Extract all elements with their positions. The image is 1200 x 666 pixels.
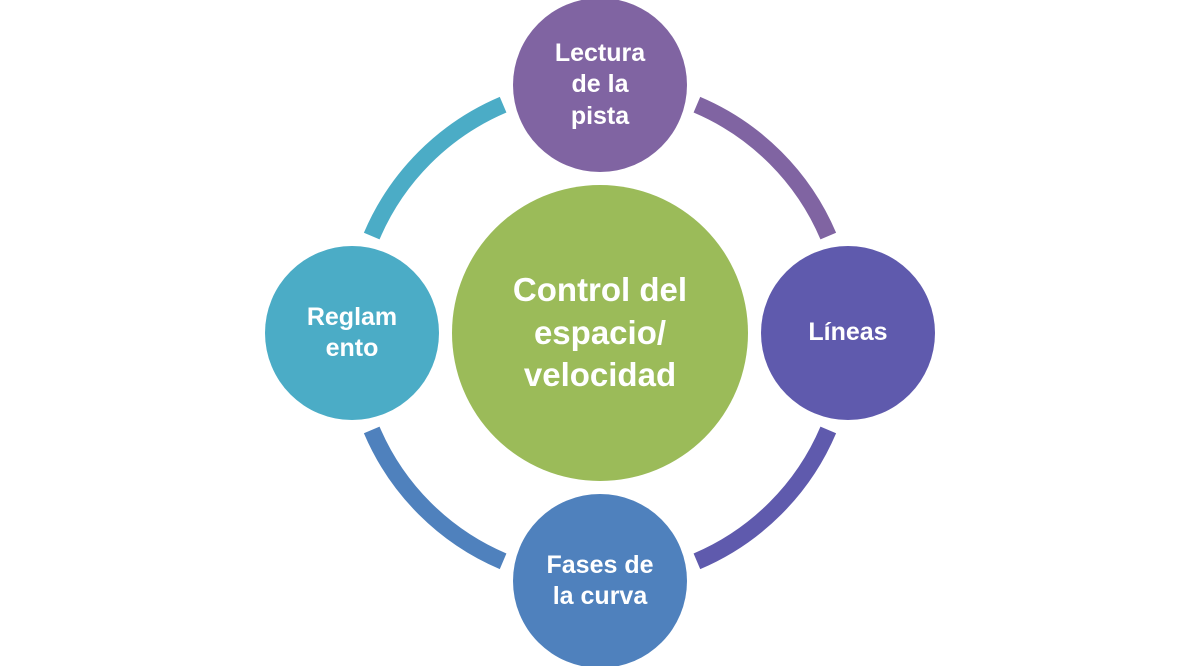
node-label-top: Lectura de la pista bbox=[554, 39, 646, 130]
node-circle-left bbox=[265, 246, 439, 420]
node-circle-right bbox=[761, 246, 935, 420]
center-circle bbox=[452, 185, 748, 481]
connector-arc-bottom-left bbox=[363, 426, 507, 570]
center-label: Control del espacio/ velocidad bbox=[512, 270, 688, 394]
node-label-right: Líneas bbox=[808, 318, 888, 347]
node-circle-top bbox=[513, 0, 687, 172]
connector-arc-right-bottom bbox=[693, 426, 837, 570]
connector-arc-left-top bbox=[363, 96, 507, 240]
node-label-bottom: Fases de la curva bbox=[546, 550, 654, 610]
node-circle-bottom bbox=[513, 494, 687, 666]
connector-arc-top-right bbox=[693, 96, 837, 240]
node-label-left: Reglam ento bbox=[306, 302, 398, 362]
node-circles bbox=[265, 0, 935, 666]
connector-arcs bbox=[363, 96, 837, 570]
